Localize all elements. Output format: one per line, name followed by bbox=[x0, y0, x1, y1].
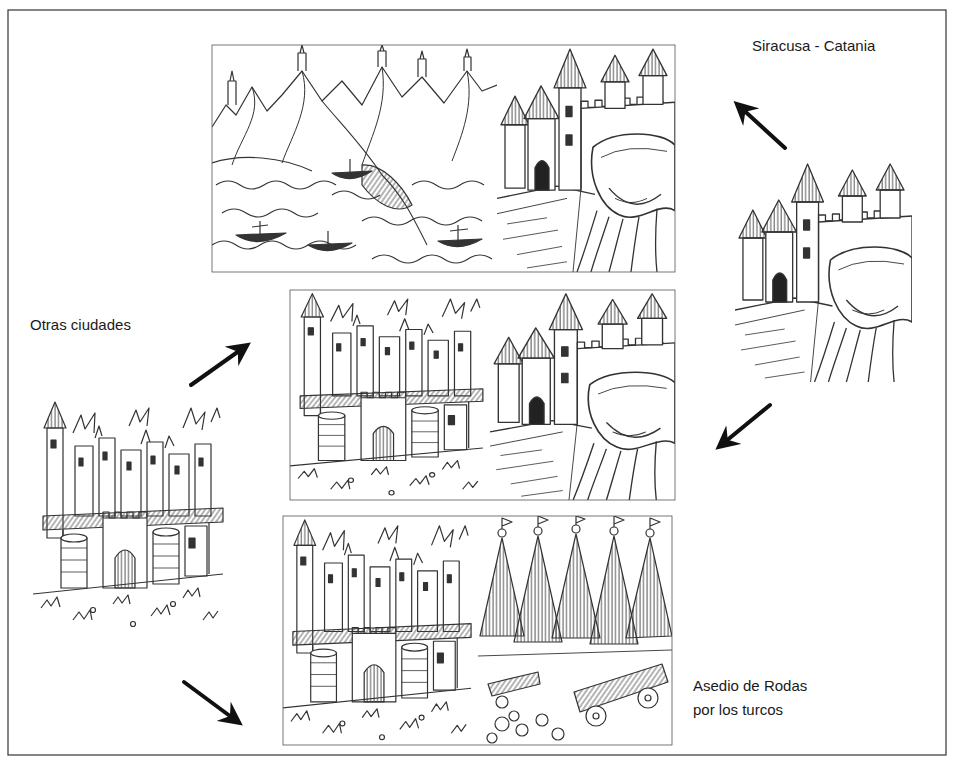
label-holder: Siracusa - Catania bbox=[752, 34, 875, 58]
castle-woodcut bbox=[497, 49, 675, 272]
city-woodcut bbox=[33, 402, 223, 627]
pointer-arrow bbox=[738, 105, 785, 148]
caption-label: Asedio de Rodas por los turcos bbox=[693, 674, 818, 722]
tents-woodcut bbox=[478, 516, 672, 743]
woodcut-edge bbox=[212, 45, 675, 272]
pointer-arrow bbox=[184, 682, 238, 722]
label-holder: Otras ciudades bbox=[30, 313, 131, 337]
city-woodcut bbox=[283, 520, 471, 740]
castle-woodcut bbox=[735, 164, 912, 382]
castle-woodcut bbox=[490, 294, 675, 500]
city-woodcut bbox=[290, 294, 483, 495]
caption-label: Otras ciudades bbox=[30, 313, 131, 337]
woodcut-edge bbox=[283, 516, 672, 745]
pointer-arrow bbox=[191, 346, 246, 385]
woodcut-edge bbox=[290, 290, 675, 500]
label-holder: Asedio de Rodas por los turcos bbox=[693, 674, 818, 722]
coast-woodcut bbox=[212, 45, 497, 263]
pointer-arrow bbox=[720, 405, 770, 446]
caption-label: Siracusa - Catania bbox=[752, 34, 875, 58]
frame-border bbox=[8, 10, 946, 755]
